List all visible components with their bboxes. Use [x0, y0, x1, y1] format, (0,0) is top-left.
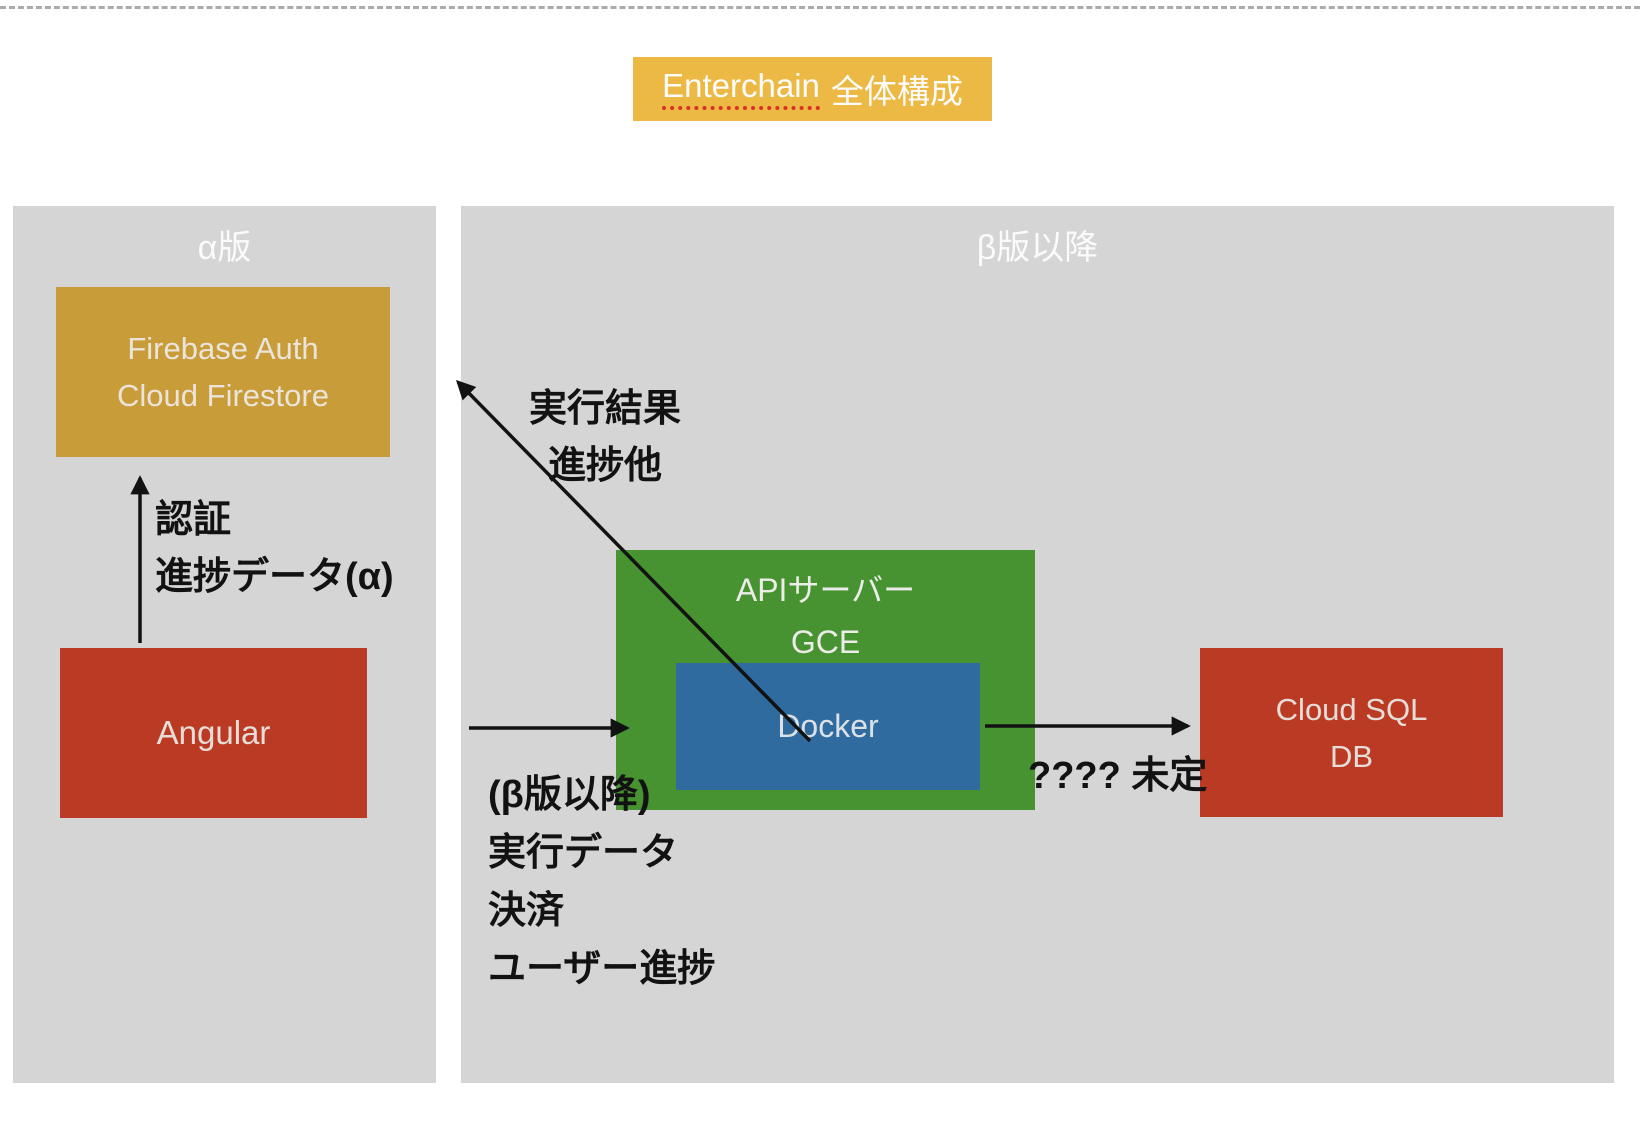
edge-label-input-line2: 実行データ [488, 832, 679, 874]
edge-label-auth-line2: 進捗データ(α) [155, 556, 394, 598]
top-dashed-border [0, 6, 1640, 9]
node-docker: Docker [676, 663, 980, 790]
edge-label-input-line4: ユーザー進捗 [488, 948, 716, 990]
node-firebase: Firebase Auth Cloud Firestore [56, 287, 390, 457]
title-brand-text: Enterchain [662, 68, 820, 110]
diagram-title: Enterchain 全体構成 [633, 57, 992, 121]
panel-beta-header: β版以降 [976, 229, 1099, 267]
node-api-server-line2: GCE [790, 624, 861, 660]
node-docker-label: Docker [777, 708, 879, 744]
node-firebase-line1: Firebase Auth [127, 331, 319, 366]
edge-label-auth-progress: 認証 進捗データ(α) [155, 492, 394, 606]
node-firebase-line2: Cloud Firestore [117, 378, 329, 413]
panel-alpha-header: α版 [197, 229, 252, 267]
edge-label-result-line1: 実行結果 [528, 388, 681, 430]
node-api-server-line1: APIサーバー [735, 572, 916, 608]
node-cloud-sql-line2: DB [1329, 738, 1374, 774]
edge-label-undecided: ???? 未定 [1028, 755, 1208, 797]
edge-label-input-line1: (β版以降) [488, 774, 651, 816]
node-angular-label: Angular [156, 714, 271, 751]
edge-label-input-line3: 決済 [488, 890, 565, 932]
node-angular: Angular [60, 648, 367, 818]
title-suffix-text: 全体構成 [830, 73, 963, 110]
node-cloud-sql-db: Cloud SQL DB [1200, 648, 1503, 817]
node-cloud-sql-line1: Cloud SQL [1275, 691, 1428, 727]
edge-label-execution-result: 実行結果 進捗他 [480, 381, 730, 495]
edge-label-result-line2: 進捗他 [547, 445, 662, 487]
edge-label-beta-input-data: (β版以降) 実行データ 決済 ユーザー進捗 [488, 766, 715, 998]
edge-label-auth-line1: 認証 [155, 499, 232, 541]
